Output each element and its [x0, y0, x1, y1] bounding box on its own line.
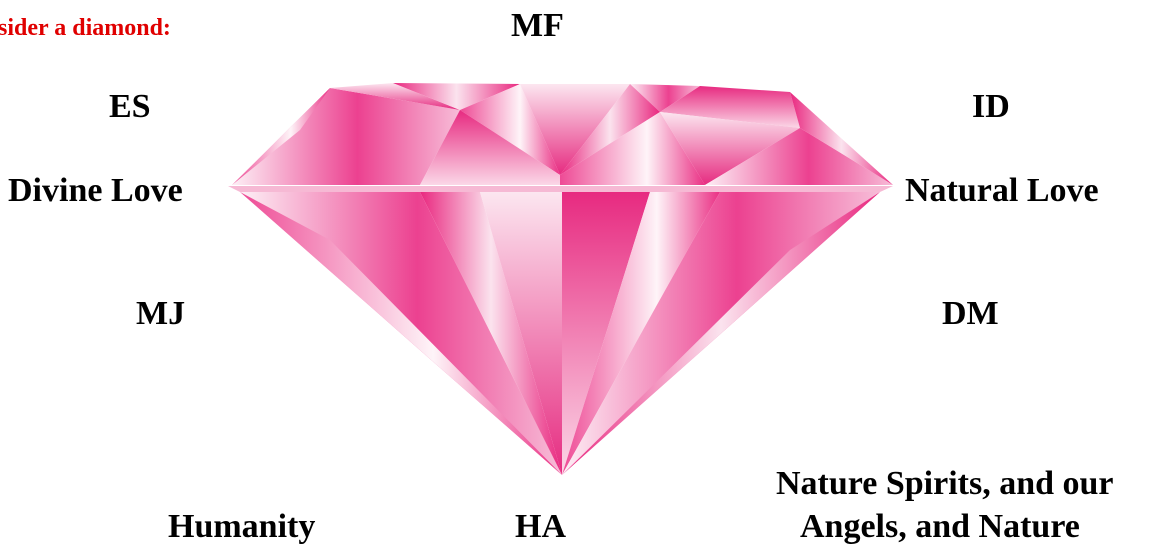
- label-bottom-right-line1: Nature Spirits, and our: [776, 465, 1114, 503]
- page-heading: sider a diamond:: [0, 14, 171, 42]
- label-bottom-center: HA: [515, 508, 566, 546]
- label-bottom-left: Humanity: [168, 508, 315, 546]
- label-top: MF: [511, 7, 564, 45]
- diamond-girdle: [228, 186, 893, 192]
- label-bottom-right-line2: Angels, and Nature: [800, 508, 1080, 546]
- label-lower-left: MJ: [136, 295, 185, 333]
- label-upper-left: ES: [109, 88, 151, 126]
- label-upper-right: ID: [972, 88, 1010, 126]
- diamond-pavilion: [240, 192, 880, 475]
- label-mid-right: Natural Love: [905, 172, 1099, 210]
- diamond-crown: [232, 83, 893, 185]
- label-lower-right: DM: [942, 295, 999, 333]
- label-mid-left: Divine Love: [8, 172, 183, 210]
